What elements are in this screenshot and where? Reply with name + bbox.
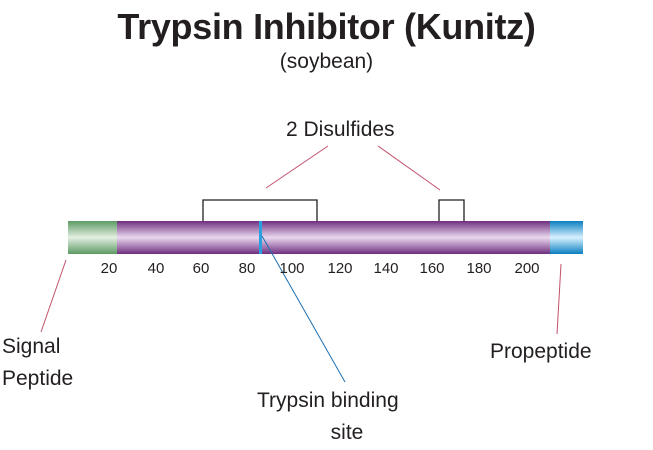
- tick-label: 180: [466, 260, 492, 277]
- signal-peptide-label-line2: Peptide: [2, 367, 74, 390]
- tick-label: 160: [419, 260, 445, 277]
- tick-label: 100: [279, 260, 305, 277]
- binding-site-label-line1: Trypsin binding: [257, 389, 399, 412]
- tick-label: 60: [192, 260, 210, 277]
- signal-peptide-pointer: [40, 259, 67, 333]
- disulfide-bracket-1: [202, 199, 318, 221]
- diagram-subtitle: (soybean): [279, 50, 374, 73]
- signal-peptide-label-line1: Signal: [2, 335, 61, 358]
- binding-site-label-line2: site: [330, 421, 364, 444]
- binding-site-marker: [259, 221, 262, 254]
- diagram-title: Trypsin Inhibitor (Kunitz): [117, 6, 536, 47]
- propeptide-segment: [550, 221, 583, 254]
- tick-label: 140: [373, 260, 399, 277]
- binding-site-pointer: [261, 235, 346, 383]
- mature-chain-segment: [117, 221, 550, 254]
- tick-label: 20: [100, 260, 118, 277]
- propeptide-label: Propeptide: [490, 340, 592, 363]
- tick-label: 40: [147, 260, 165, 277]
- tick-label: 120: [327, 260, 353, 277]
- tick-label: 80: [238, 260, 256, 277]
- disulfide-pointer-2: [377, 145, 441, 191]
- disulfide-pointer-1: [265, 145, 329, 189]
- signal-peptide-segment: [68, 221, 117, 254]
- disulfides-label: 2 Disulfides: [286, 118, 395, 141]
- propeptide-pointer: [556, 263, 562, 335]
- tick-label: 200: [514, 260, 540, 277]
- disulfide-bracket-2: [438, 199, 465, 221]
